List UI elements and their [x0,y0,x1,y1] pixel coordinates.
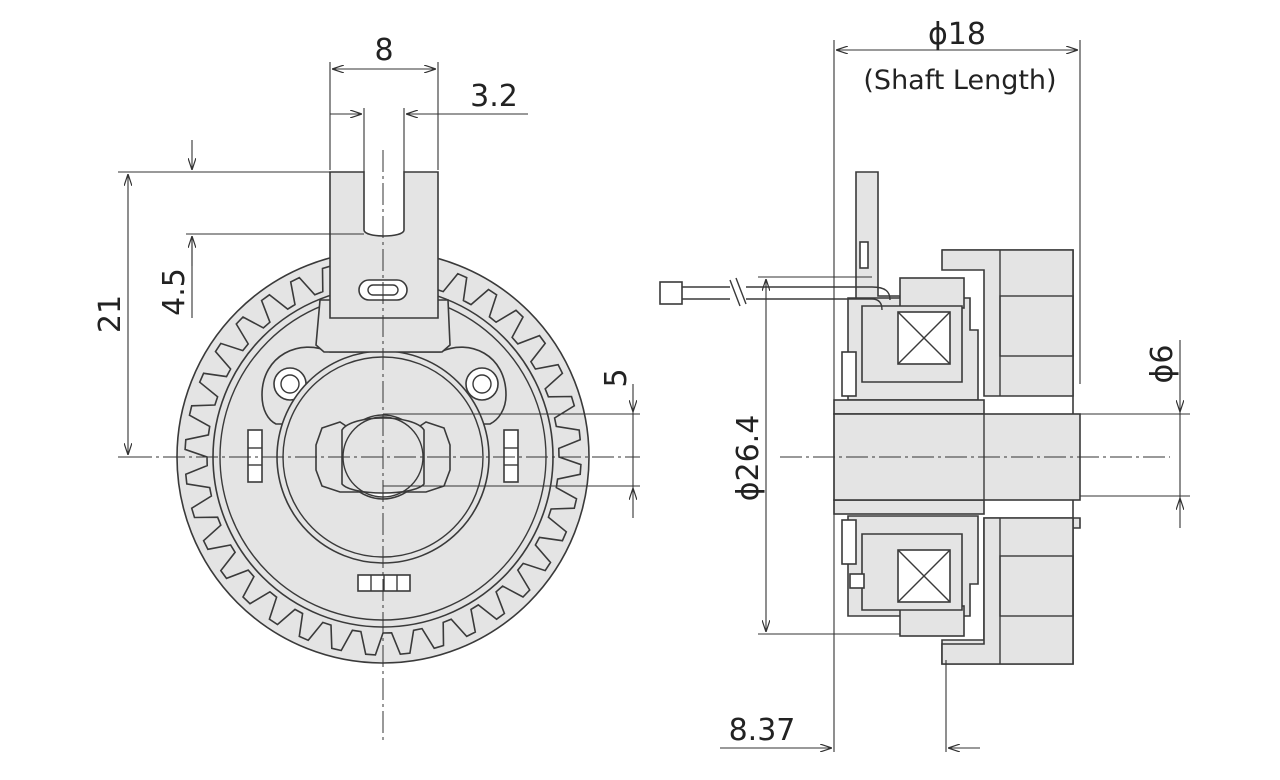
mount-hole-right-inner [472,374,492,394]
armature-bottom [833,499,985,515]
anti-rotation-tab [329,171,439,319]
side-slot-right [503,429,519,483]
housing-upper [941,249,1074,397]
dim-tab-depth: 4.5 [157,268,192,316]
front-view: 8 3.2 4.5 21 5 [93,33,640,740]
mount-hole-right [465,367,499,401]
mount-hole-left-inner [280,374,300,394]
dim-slot-gap: 3.2 [470,79,518,114]
dim-shaft-length-note: (Shaft Length) [863,65,1056,96]
bracket-notch [859,241,869,269]
lead-connector [659,281,683,305]
dim-height-to-center: 21 [93,295,128,333]
dim-shaft-dia: ϕ6 [1145,345,1180,384]
upper-coil-cap [899,277,965,309]
housing-window-top [999,295,1074,357]
side-slot-left [247,429,263,483]
lead-wire [682,286,730,300]
dim-slot-width: 8 [374,33,393,68]
housing-lower [941,517,1074,665]
dim-bore-offset: 5 [599,368,634,387]
lower-shoe [841,519,857,565]
lead-wire-end [746,286,891,311]
lower-coil-cap [899,605,965,637]
armature-top [833,399,985,415]
side-view: ϕ18 (Shaft Length) ϕ26.4 ϕ6 8.37 [659,17,1190,752]
dim-outer-dia: ϕ26.4 [731,415,766,502]
upper-shoe [841,351,857,397]
dim-shaft-length-dia: ϕ18 [928,17,986,52]
dim-face-offset: 8.37 [729,713,796,748]
lead-break [729,277,747,307]
lower-pin [849,573,865,589]
housing-window-bottom [999,555,1074,617]
